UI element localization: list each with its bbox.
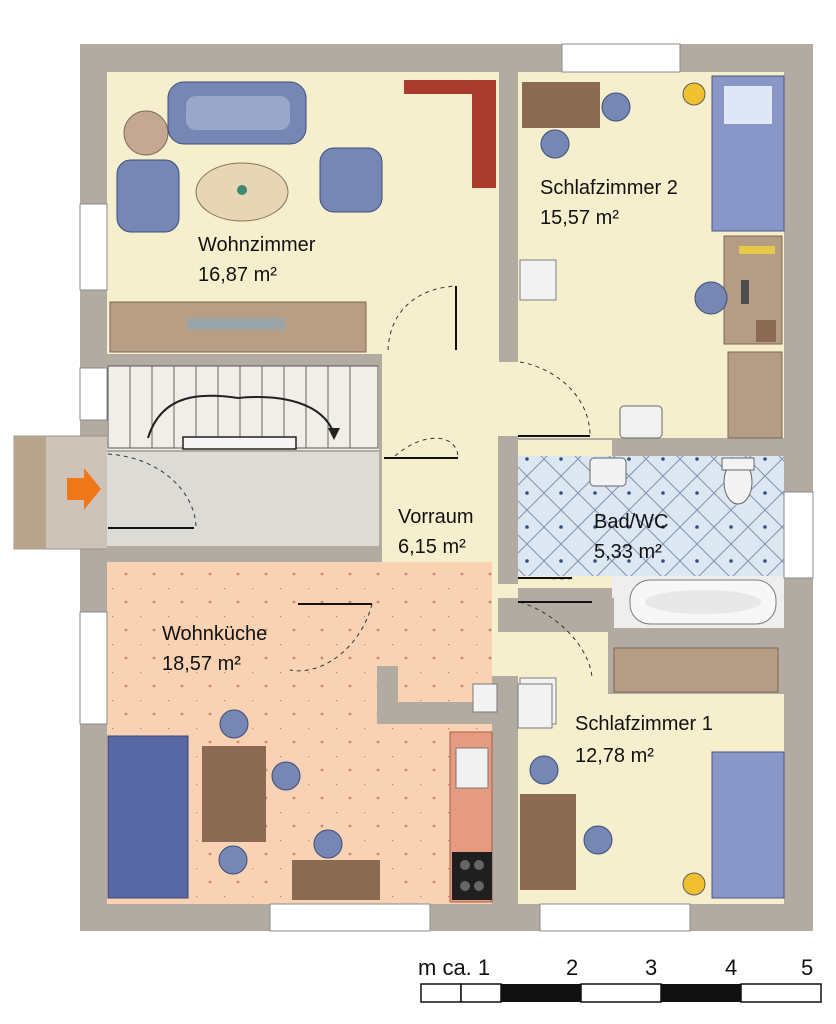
window bbox=[561, 43, 681, 73]
scale-label-2: 2 bbox=[566, 955, 578, 980]
window bbox=[79, 367, 108, 421]
room-name-schlafzimmer-1: Schlafzimmer 1 bbox=[575, 713, 713, 735]
window bbox=[79, 611, 108, 725]
room-area-wohnzimmer: 16,87 m² bbox=[198, 264, 277, 286]
hall-floor bbox=[107, 452, 379, 546]
scale-prefix: m ca. 1 bbox=[418, 955, 490, 980]
window bbox=[539, 903, 691, 932]
chair bbox=[601, 92, 631, 122]
sink-icon bbox=[455, 747, 489, 789]
desk bbox=[522, 82, 600, 128]
room-name-schlafzimmer-2: Schlafzimmer 2 bbox=[540, 177, 678, 199]
stove bbox=[452, 852, 492, 900]
room-name-wohnkueche: Wohnküche bbox=[162, 623, 267, 645]
entry-arrow-icon bbox=[67, 468, 101, 510]
wardrobe bbox=[727, 351, 783, 439]
room-area-bad-wc: 5,33 m² bbox=[594, 541, 662, 563]
window bbox=[783, 491, 814, 579]
nightstand bbox=[519, 259, 557, 301]
chair bbox=[529, 755, 559, 785]
scale-label-3: 3 bbox=[645, 955, 657, 980]
room-name-vorraum: Vorraum bbox=[398, 506, 474, 528]
chair bbox=[313, 829, 343, 859]
lamp-icon bbox=[682, 82, 706, 106]
window bbox=[269, 903, 431, 932]
sofa bbox=[107, 735, 189, 899]
chair bbox=[540, 129, 570, 159]
room-area-schlafzimmer-1: 12,78 m² bbox=[575, 745, 654, 767]
room-name-bad-wc: Bad/WC bbox=[594, 511, 668, 533]
side-table bbox=[123, 110, 169, 156]
armchair bbox=[319, 147, 383, 213]
sink-icon bbox=[589, 457, 627, 487]
lamp-icon bbox=[682, 872, 706, 896]
work-desk bbox=[292, 860, 380, 900]
room-area-vorraum: 6,15 m² bbox=[398, 536, 466, 558]
wardrobe bbox=[613, 647, 779, 693]
dining-table bbox=[202, 746, 266, 842]
scale-bar: m ca. 1 2 3 4 5 bbox=[418, 955, 822, 1003]
bed bbox=[711, 751, 785, 899]
armchair bbox=[116, 159, 180, 233]
scale-label-4: 4 bbox=[725, 955, 737, 980]
chair bbox=[271, 761, 301, 791]
room-area-wohnkueche: 18,57 m² bbox=[162, 653, 241, 675]
entry-door-swing bbox=[107, 453, 197, 529]
television bbox=[187, 318, 285, 330]
chair bbox=[583, 825, 613, 855]
room-area-schlafzimmer-2: 15,57 m² bbox=[540, 207, 619, 229]
chair bbox=[694, 281, 728, 315]
chair bbox=[218, 845, 248, 875]
chair bbox=[219, 709, 249, 739]
stair-direction-arrow-icon bbox=[328, 428, 340, 440]
staircase bbox=[107, 365, 379, 450]
desk bbox=[520, 794, 576, 890]
sink-icon bbox=[619, 405, 663, 439]
window bbox=[79, 203, 108, 291]
room-name-wohnzimmer: Wohnzimmer bbox=[198, 234, 316, 256]
scale-label-5: 5 bbox=[801, 955, 813, 980]
